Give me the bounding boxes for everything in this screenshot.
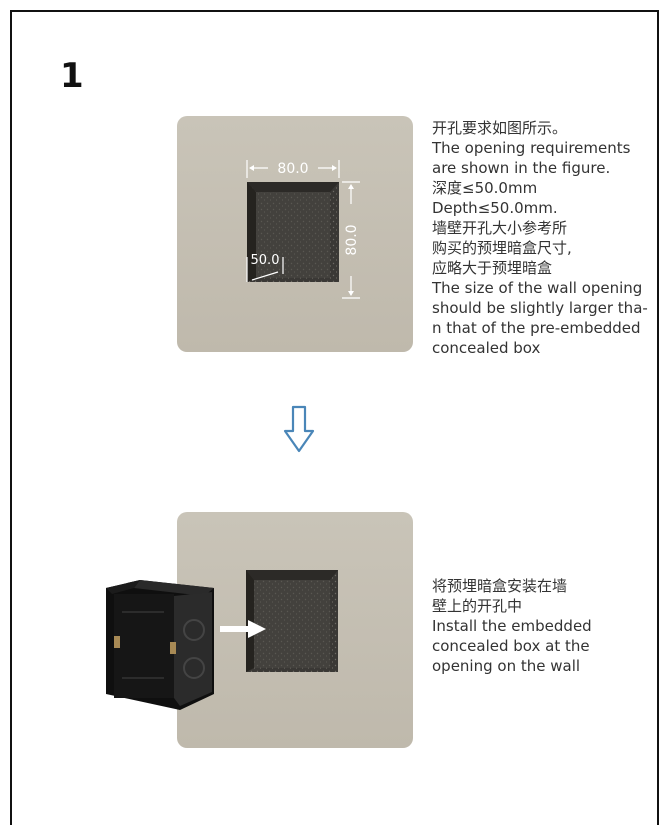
step2-description: 将预埋暗盒安装在墙 壁上的开孔中 Install the embedded co… [432,576,592,676]
desc-line: are shown in the figure. [432,159,611,177]
desc-line: The opening requirements [432,139,631,157]
dim-width-label: 80.0 [277,161,308,177]
desc-line: concealed box at the [432,637,590,655]
dim-height-label: 80.0 [344,224,360,255]
desc-line: Depth≤50.0mm. [432,199,558,217]
desc-line: The size of the wall opening [432,279,643,297]
arrow-down-icon [283,405,315,453]
desc-line: 开孔要求如图所示。 [432,119,568,137]
desc-line: 墙壁开孔大小参考所 [432,219,568,237]
desc-line: 购买的预埋暗盒尺寸, [432,239,572,257]
step1-description: 开孔要求如图所示。 The opening requirements are s… [432,118,648,358]
junction-box [106,580,214,710]
wall-hole [246,570,338,672]
step-number: 1 [60,56,84,96]
box-install-illustration [106,512,413,748]
desc-line: Install the embedded [432,617,592,635]
desc-line: 壁上的开孔中 [432,597,523,615]
desc-line: n that of the pre-embedded [432,319,641,337]
arrow-right-icon [220,620,266,638]
desc-line: opening on the wall [432,657,581,675]
desc-line: 深度≤50.0mm [432,179,538,197]
wall-opening-illustration: 80.0 80.0 50.0 [177,116,413,352]
wall-hole [247,182,339,282]
desc-line: 将预埋暗盒安装在墙 [432,577,568,595]
desc-line: should be slightly larger tha- [432,299,648,317]
dim-depth-label: 50.0 [251,253,280,268]
desc-line: 应略大于预埋暗盒 [432,259,553,277]
desc-line: concealed box [432,339,541,357]
